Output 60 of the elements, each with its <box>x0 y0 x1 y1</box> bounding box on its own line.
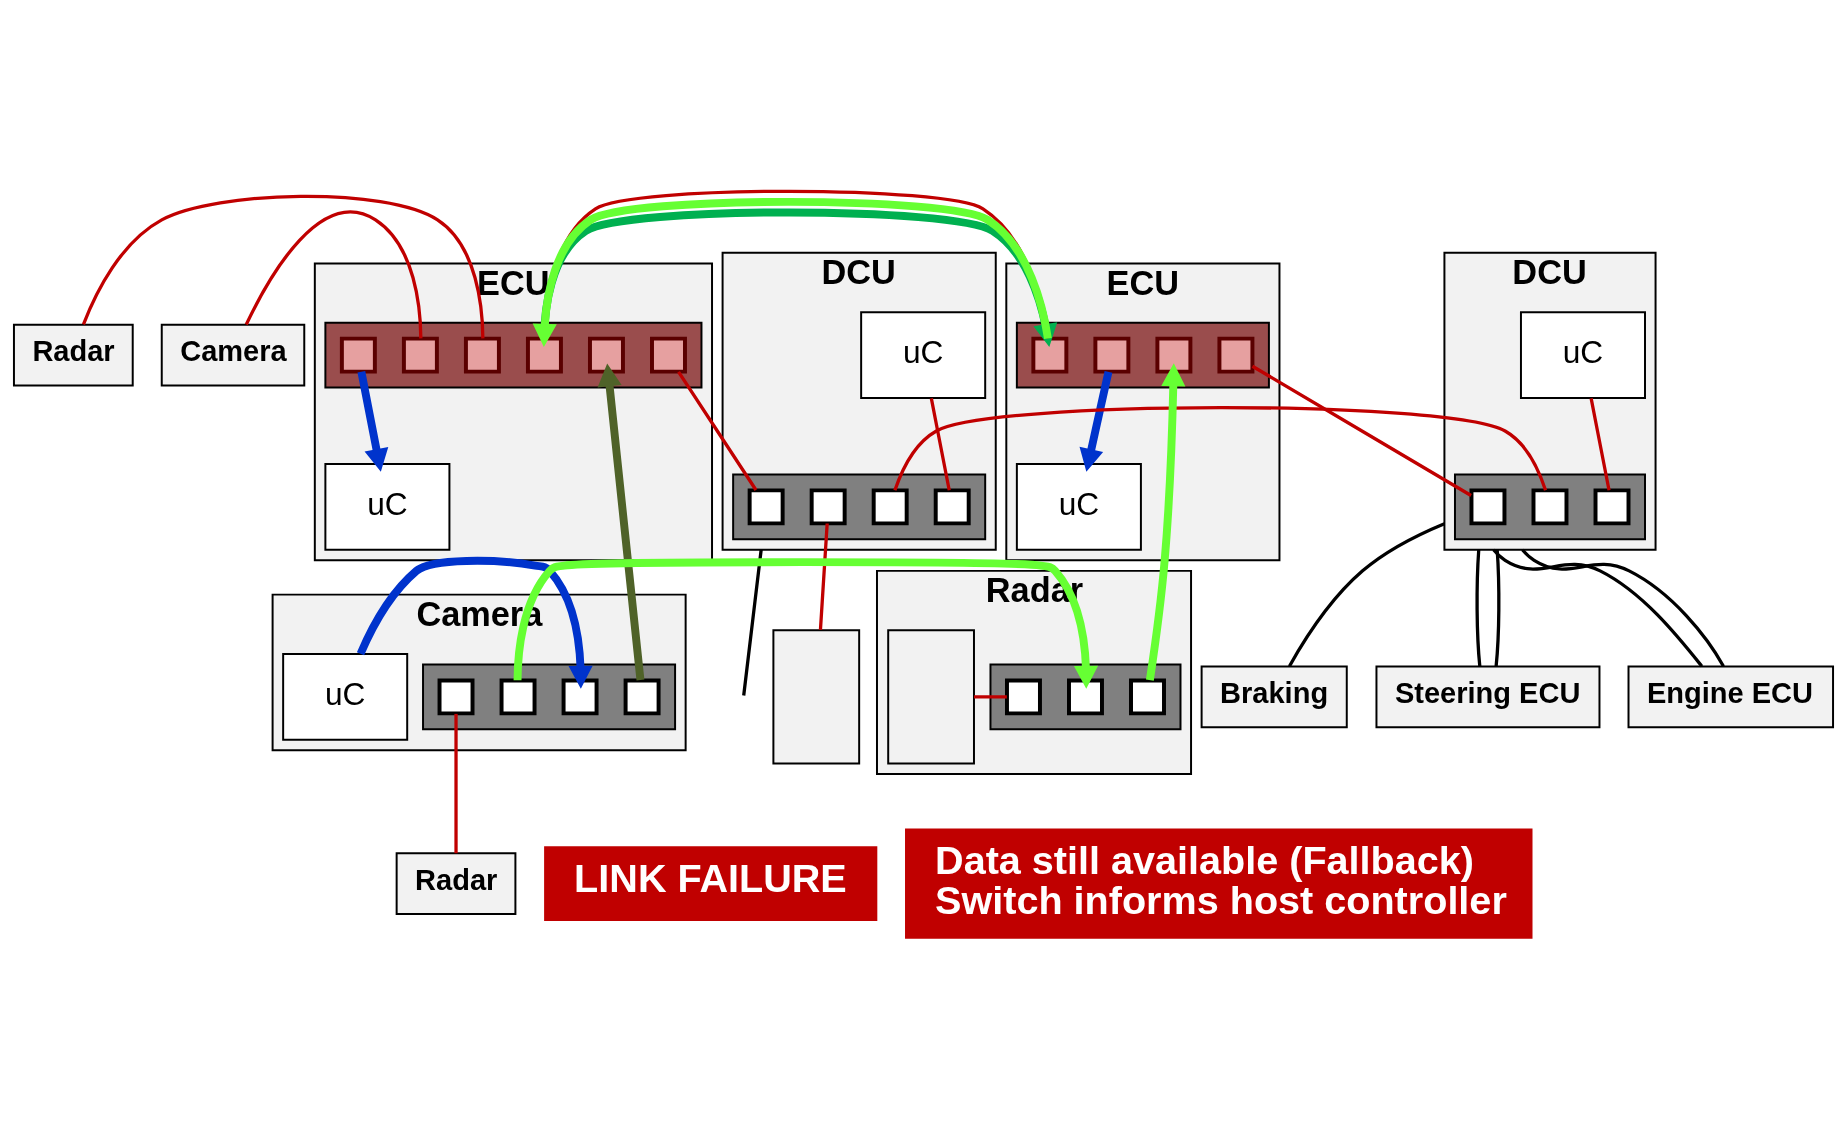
node-box <box>1593 487 1631 525</box>
arrow <box>513 557 1099 689</box>
connector <box>742 549 763 696</box>
connector <box>1251 364 1472 497</box>
node-box <box>623 677 661 715</box>
connector <box>454 713 458 853</box>
connector <box>244 209 423 338</box>
node-box: LINK FAILURE <box>544 845 878 921</box>
node-box <box>1217 336 1255 374</box>
node-box <box>463 336 501 374</box>
node-box <box>525 336 563 374</box>
node-box: Radar <box>12 323 134 386</box>
connector <box>1475 549 1482 667</box>
node-box <box>933 487 971 525</box>
node-box: uC <box>1015 462 1142 551</box>
node-box: Engine ECU <box>1627 665 1835 728</box>
connector <box>974 694 1007 699</box>
node-box <box>1469 487 1507 525</box>
node-box <box>499 677 537 715</box>
node-box: Steering ECU <box>1375 665 1601 728</box>
node-box <box>887 628 975 764</box>
connector <box>81 194 485 338</box>
node-box <box>772 628 861 764</box>
node-box: Data still available (Fallback) Switch informs host controller <box>905 828 1533 939</box>
arrow <box>356 556 593 689</box>
node-box <box>1005 677 1042 715</box>
node-box <box>650 336 687 374</box>
node-box: uC <box>282 652 409 741</box>
connector <box>818 522 829 630</box>
node-box <box>588 336 625 374</box>
arrow <box>1079 370 1113 472</box>
node-box: uC <box>1519 310 1646 399</box>
node-box: Camera <box>160 323 306 386</box>
node-box <box>809 487 847 525</box>
cluster <box>1454 473 1646 540</box>
connector <box>1589 397 1611 491</box>
connector <box>1288 521 1446 667</box>
connector <box>677 370 758 491</box>
cluster <box>732 473 987 540</box>
node-box <box>1067 677 1104 715</box>
node-box <box>1155 336 1193 374</box>
node-box <box>1031 336 1069 374</box>
node-box <box>437 677 475 715</box>
node-box: Braking <box>1200 665 1348 728</box>
node-box <box>871 487 909 525</box>
node-box <box>1129 677 1166 715</box>
connector <box>1521 548 1725 667</box>
connector <box>1494 549 1501 667</box>
node-box <box>401 336 439 374</box>
node-box <box>1531 487 1569 525</box>
node-box <box>561 677 599 715</box>
node-box <box>747 487 785 525</box>
node-box: uC <box>324 462 451 551</box>
node-box: Radar <box>395 851 517 915</box>
node-box: uC <box>860 310 987 399</box>
connector <box>893 405 1548 491</box>
node-box <box>1093 336 1131 374</box>
node-box <box>339 336 377 374</box>
connector <box>929 397 951 491</box>
connector <box>1492 548 1704 667</box>
